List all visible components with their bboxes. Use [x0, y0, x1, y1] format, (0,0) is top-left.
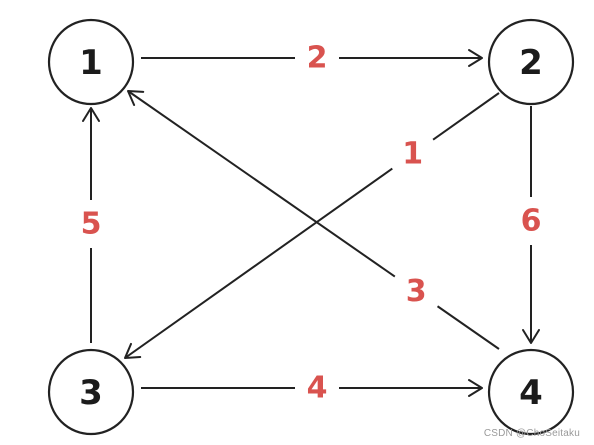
nodes-layer: 1 2 3 4 — [47, 18, 575, 436]
graph-node-1: 1 — [47, 18, 135, 106]
edge-n1-to-n2: 2 — [141, 41, 483, 76]
arrowhead-icon — [522, 329, 540, 344]
node-circle — [487, 18, 575, 106]
watermark: CSDN @ChoSeitaku — [483, 428, 580, 439]
edge-line-segment — [124, 167, 393, 359]
graph-node-4: 4 — [487, 348, 575, 436]
node-label: 2 — [519, 43, 543, 83]
node-circle — [47, 348, 135, 436]
edge-weight-label: 3 — [406, 274, 427, 309]
edge-weight-label: 5 — [81, 207, 102, 242]
edge-line-segment — [127, 90, 396, 278]
edge-weight-label: 1 — [402, 137, 423, 172]
arrowhead-icon — [468, 49, 483, 67]
arrowhead-icon — [124, 342, 142, 359]
arrowhead-icon — [127, 90, 145, 106]
edge-n2-to-n4: 6 — [521, 106, 542, 344]
node-circle — [47, 18, 135, 106]
graph-node-3: 3 — [47, 348, 135, 436]
edge-n4-to-n1: 3 — [127, 90, 500, 350]
arrowhead-icon — [468, 379, 483, 397]
edge-weight-label: 6 — [521, 204, 542, 239]
node-circle — [487, 348, 575, 436]
node-label: 3 — [79, 373, 103, 413]
graph-node-2: 2 — [487, 18, 575, 106]
node-label: 1 — [79, 43, 103, 83]
edge-line-segment — [436, 305, 500, 350]
edge-n2-to-n3: 1 — [124, 92, 500, 359]
edge-n3-to-n4: 4 — [141, 371, 483, 406]
edges-layer: 2 1 6 5 3 4 — [81, 41, 542, 406]
arrowhead-icon — [82, 107, 100, 122]
edge-n3-to-n1: 5 — [81, 107, 102, 343]
edge-weight-label: 4 — [307, 371, 328, 406]
node-label: 4 — [519, 373, 543, 413]
edge-line-segment — [432, 92, 500, 141]
edge-weight-label: 2 — [307, 41, 328, 76]
